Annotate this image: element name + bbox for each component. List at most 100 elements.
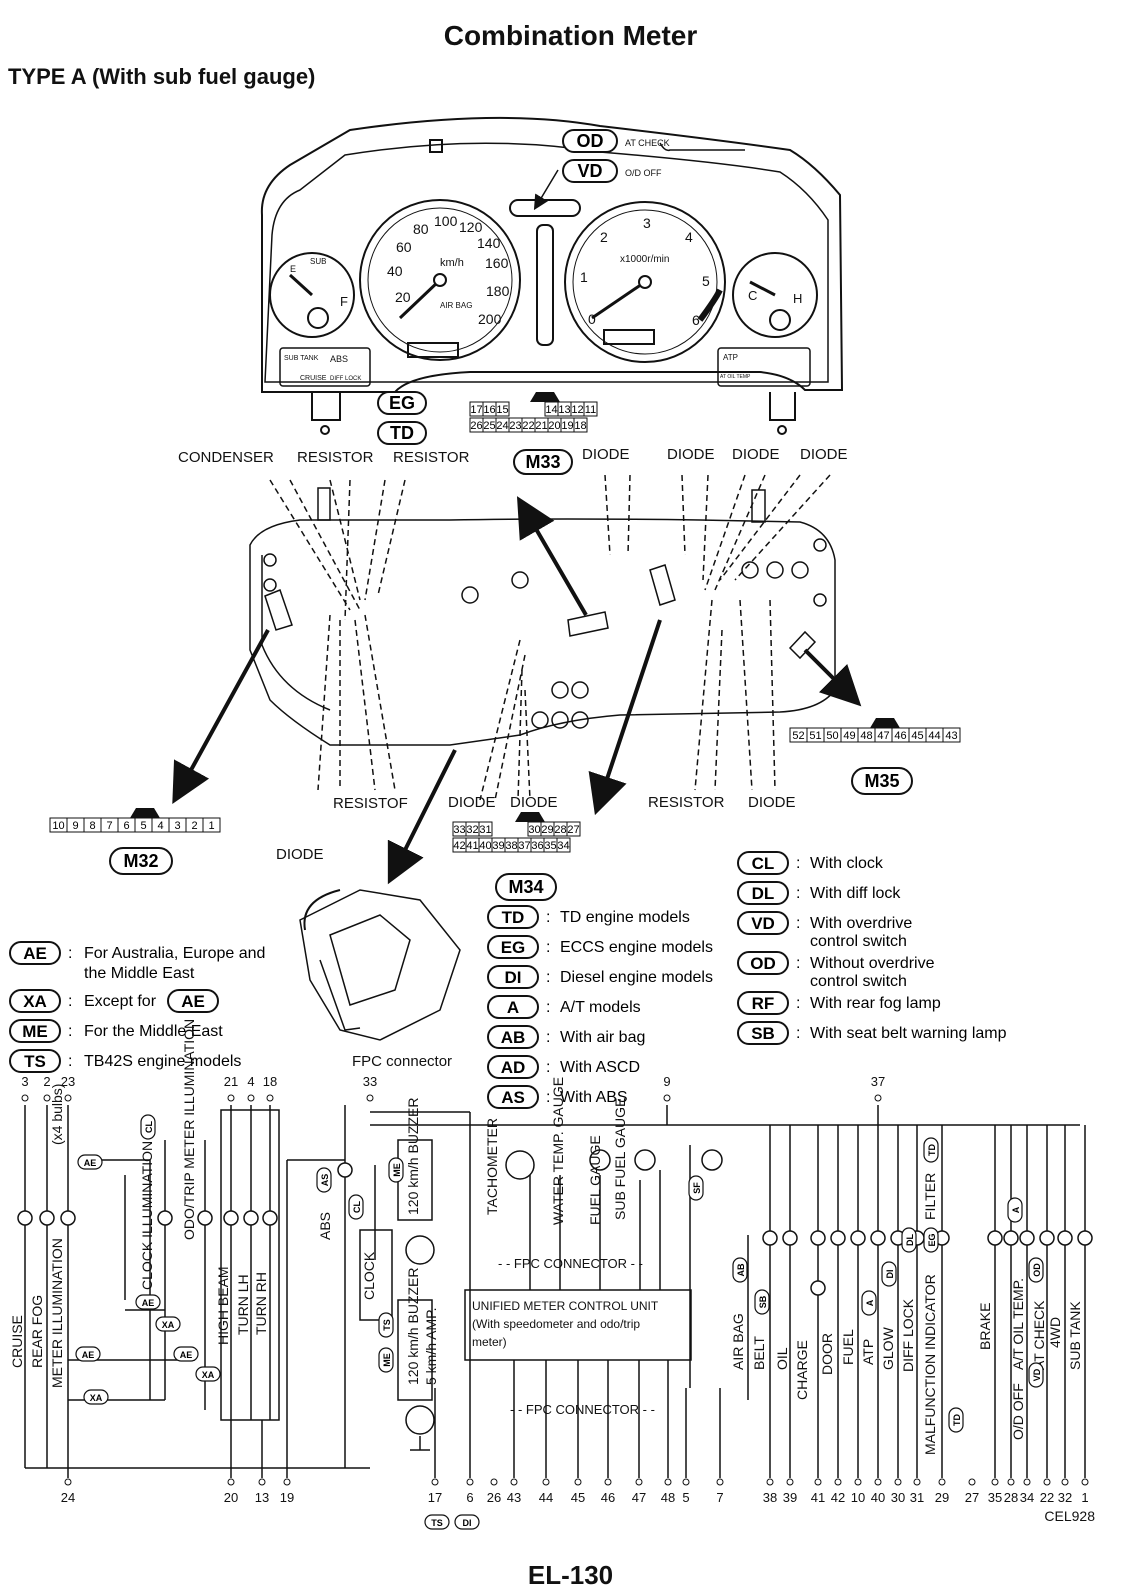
circuit-label: CRUISE: [9, 1315, 25, 1368]
legend-colon: :: [796, 1025, 800, 1042]
circuit-label: O/D OFF: [1010, 1383, 1026, 1440]
top-badge-text: AT CHECK O/D OFF: [625, 138, 670, 178]
tag-text: AE: [84, 1158, 97, 1168]
legend-desc: A/T models: [560, 999, 641, 1016]
legend-colon: :: [796, 855, 800, 872]
circuit-label: ODO/TRIP METER ILLUMINATION: [181, 1019, 197, 1240]
bottom-pin: 28: [1004, 1490, 1018, 1505]
page-footer: EL-130: [527, 1560, 614, 1590]
bulb-icon: [870, 1230, 886, 1246]
tag-ab: AB: [732, 1257, 748, 1283]
speedometer-ticks: 20 40 60 80 100 120 140 160 180 200 km/h…: [387, 213, 510, 327]
bottom-pin: 39: [783, 1490, 797, 1505]
circuit-label: 5 km/h AMP.: [423, 1307, 439, 1385]
legend-code: TD: [502, 908, 525, 927]
tag-text: SB: [758, 1295, 768, 1308]
connector-key: [130, 808, 160, 818]
circuit-label: TURN RH: [253, 1272, 269, 1335]
m35-pin: 51: [809, 730, 821, 742]
legend-desc: With rear fog lamp: [810, 995, 941, 1012]
fuel-letter: E: [290, 264, 296, 274]
circuit-label: FUEL: [840, 1329, 856, 1365]
m33-pin: 15: [496, 404, 508, 416]
tag-ae: AE: [77, 1154, 103, 1170]
tag-cl: CL: [140, 1114, 156, 1140]
m34-pin: 29: [541, 824, 553, 836]
warn-diff-lock: DIFF LOCK: [330, 376, 361, 382]
circuit-label: BELT: [751, 1336, 767, 1370]
bottom-pin: 7: [716, 1490, 723, 1505]
legend-colon: :: [546, 1059, 550, 1076]
m35-pin: 48: [860, 730, 872, 742]
legend-colon: :: [546, 999, 550, 1016]
tag-od: OD: [1028, 1257, 1044, 1283]
legend-colon: :: [796, 955, 800, 972]
m33-pin: 24: [496, 420, 508, 432]
m35-pin: 43: [945, 730, 957, 742]
circuit-label: TURN LH: [235, 1274, 251, 1335]
tag-text: DL: [905, 1234, 915, 1246]
bottom-pin: 24: [61, 1490, 75, 1505]
legend-desc: With diff lock: [810, 885, 901, 902]
speedo-unit: km/h: [440, 257, 464, 269]
figure-code: CEL928: [1044, 1508, 1095, 1524]
at-check-text: AT CHECK: [625, 138, 670, 148]
tag-me: ME: [378, 1347, 394, 1373]
legend-code: AS: [501, 1088, 525, 1107]
m33-label: M33: [525, 452, 560, 472]
circuit-label: AT CHECK: [1031, 1300, 1047, 1370]
badge-td: TD: [390, 423, 414, 443]
bulb-icon: [17, 1210, 33, 1226]
warn-sub-tank: SUB TANK: [284, 355, 319, 362]
tag-sf: SF: [688, 1175, 704, 1201]
m33-pin: 12: [571, 404, 583, 416]
tacho-tick: 1: [580, 269, 588, 285]
resistor-label: RESISTOF: [333, 795, 408, 812]
dashed-leaders: [269, 474, 831, 801]
resistor-label: RESISTOR: [648, 794, 725, 811]
legend-desc: For Australia, Europe and: [84, 945, 265, 962]
speedo-tick: 80: [413, 221, 429, 237]
m33-pin: 22: [522, 420, 534, 432]
top-pin: 3: [21, 1074, 28, 1089]
tag-text: AB: [736, 1263, 746, 1276]
bulb-icon: [1057, 1230, 1073, 1246]
legend-colon: :: [68, 945, 72, 962]
tacho-tick: 4: [685, 229, 693, 245]
circuit-label: HIGH BEAM: [215, 1266, 231, 1345]
legend-code: DL: [752, 884, 775, 903]
page-title: Combination Meter: [443, 20, 698, 51]
m35-pin: 52: [792, 730, 804, 742]
m33-pin: 21: [535, 420, 547, 432]
connector-key: [870, 718, 900, 728]
tag-text: A: [1011, 1206, 1021, 1213]
bulb-icon: [810, 1280, 826, 1296]
bulb-icon: [987, 1230, 1003, 1246]
tag-xa: XA: [195, 1366, 221, 1382]
tag-text: TD: [952, 1414, 962, 1426]
legend-desc: With air bag: [560, 1029, 645, 1046]
tag-eg: EG: [923, 1227, 939, 1253]
bottom-pin: 45: [571, 1490, 585, 1505]
legend-code: SB: [751, 1024, 775, 1043]
legend-code: CL: [752, 854, 775, 873]
bottom-pin: 40: [871, 1490, 885, 1505]
tag-text: AE: [82, 1350, 95, 1360]
bulb-icon: [1019, 1230, 1035, 1246]
tag-me: ME: [388, 1157, 404, 1183]
tag-as: AS: [316, 1167, 332, 1193]
umcu-title: UNIFIED METER CONTROL UNIT: [472, 1299, 659, 1313]
circuit-label: SUB FUEL GAUGE: [612, 1098, 628, 1220]
legend-colon: :: [546, 1089, 550, 1106]
tag-text: TD: [927, 1144, 937, 1156]
legend-code: DI: [505, 968, 522, 987]
top-pin: 18: [263, 1074, 277, 1089]
legend-colon: :: [546, 939, 550, 956]
tag-text: OD: [1032, 1263, 1042, 1277]
circuit-label: BRAKE: [977, 1303, 993, 1350]
tag-text: ME: [392, 1163, 402, 1177]
